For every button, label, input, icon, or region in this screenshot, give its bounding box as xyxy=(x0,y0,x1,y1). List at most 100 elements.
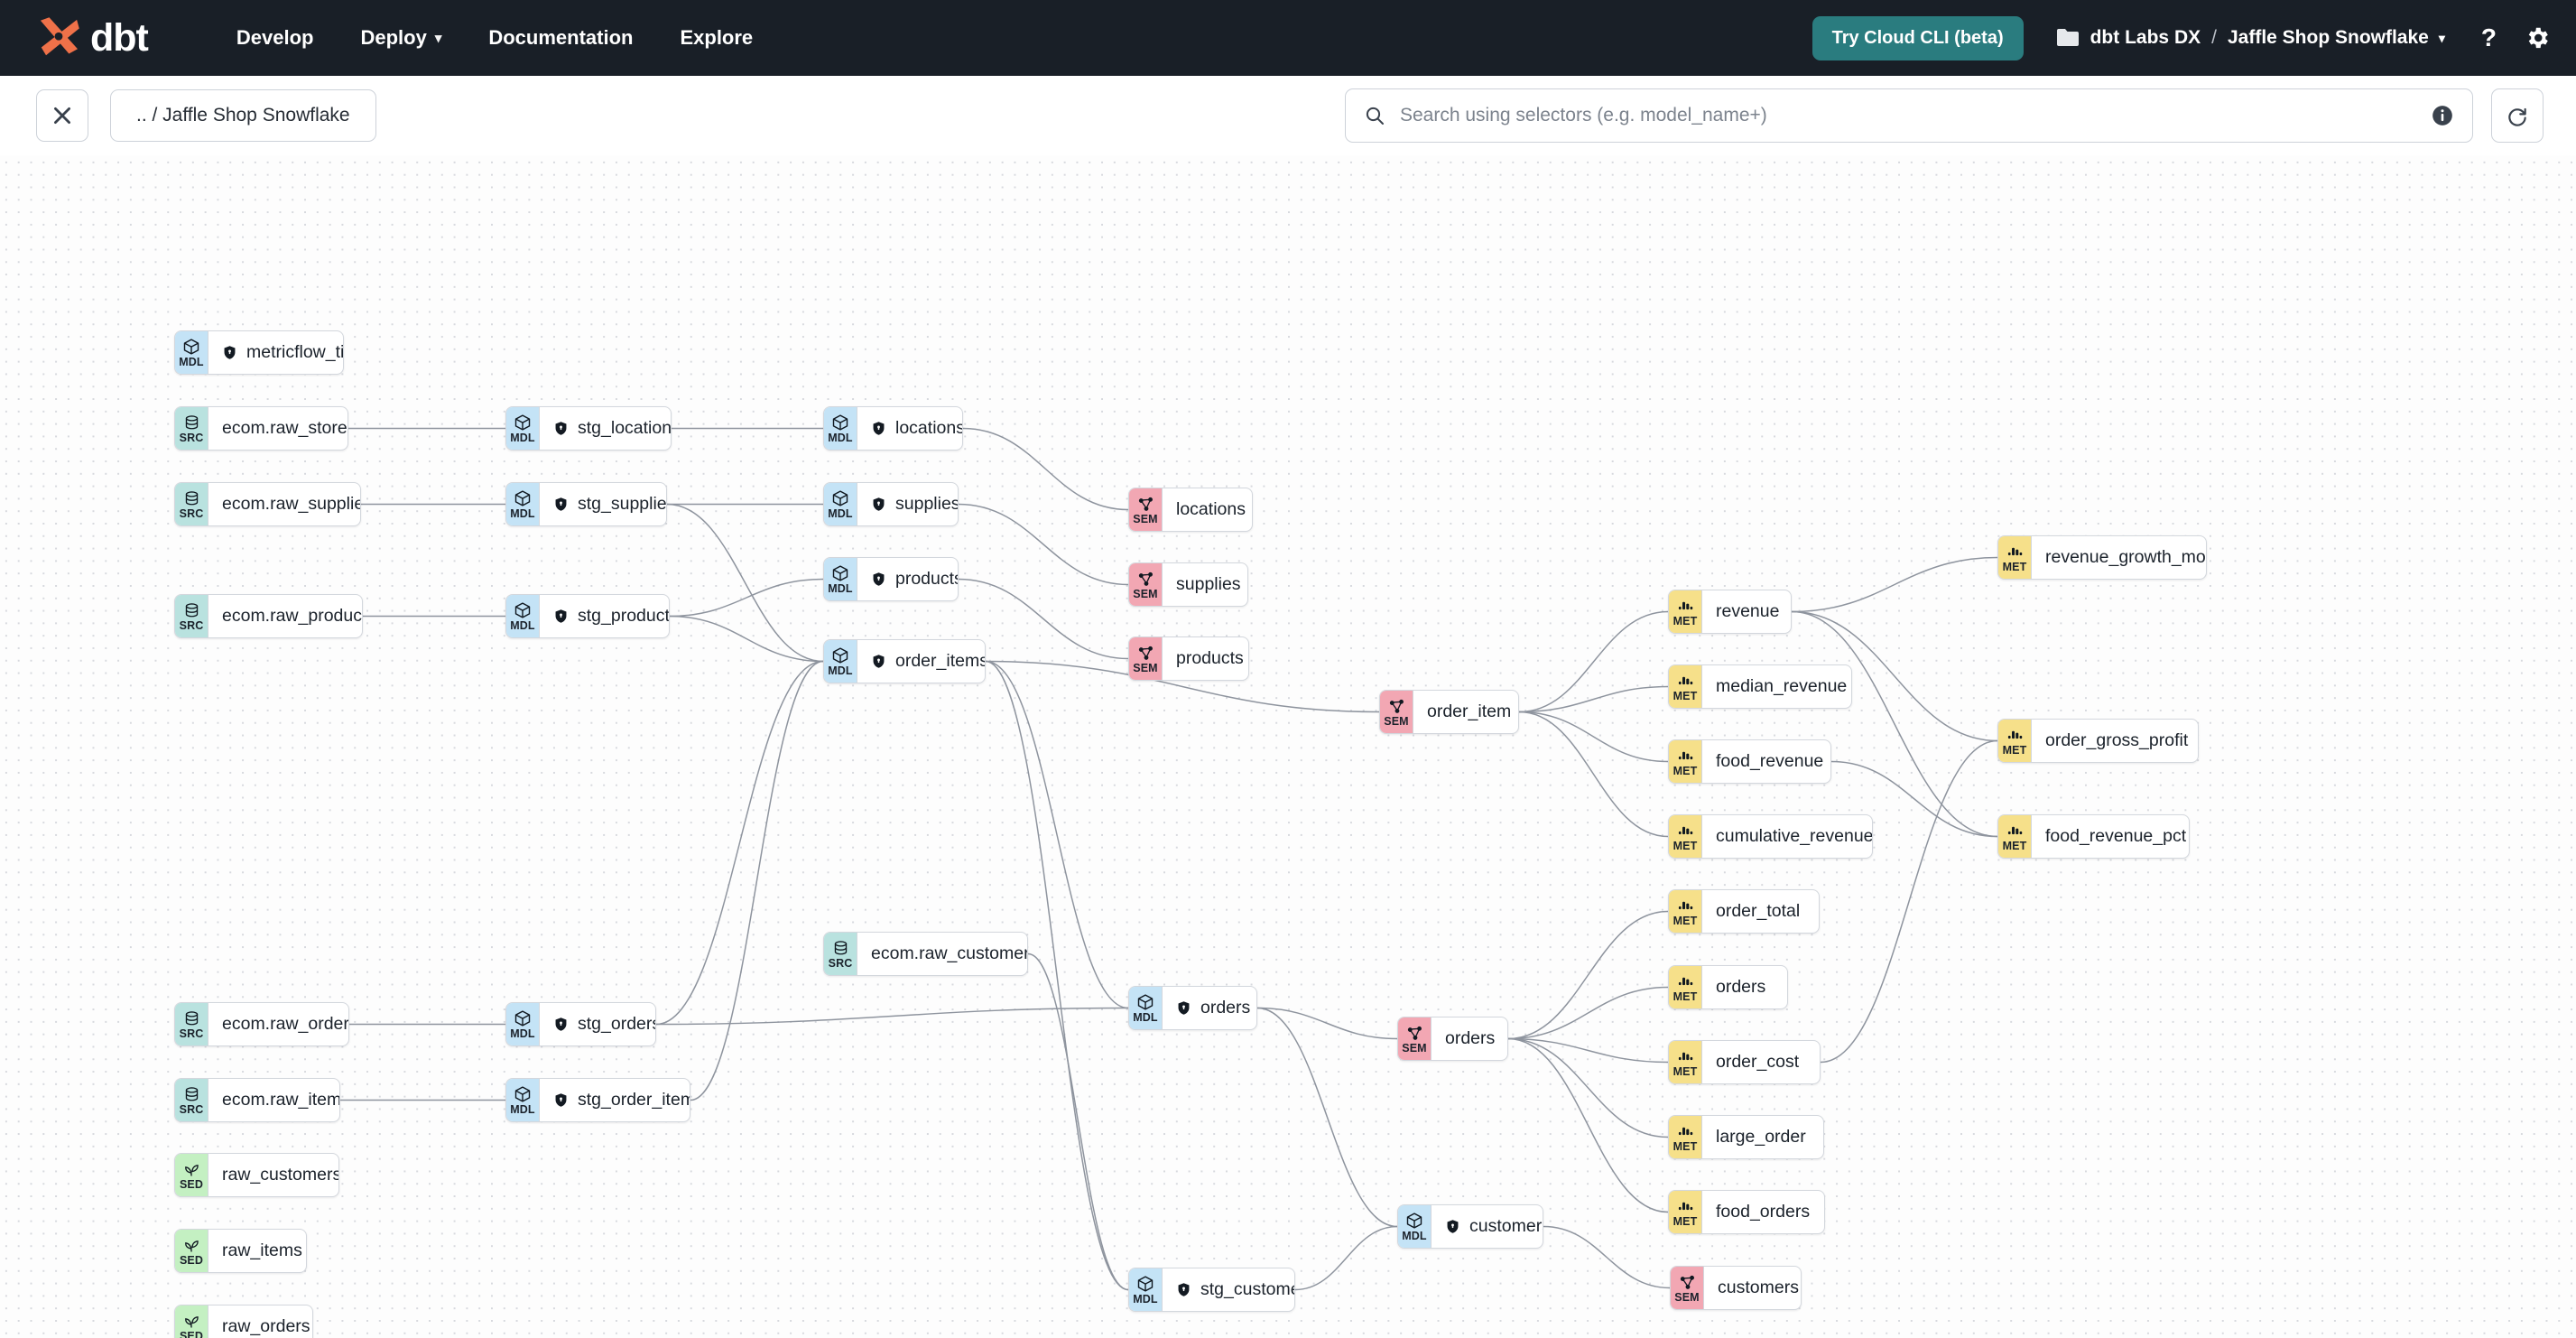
node-type-label: SED xyxy=(179,1177,203,1191)
graph-node-met_revenue_growth_mom[interactable]: MET revenue_growth_mom xyxy=(1997,535,2207,580)
lineage-graph-canvas[interactable]: MDLmetricflow_time_spineSRCecom.raw_stor… xyxy=(0,94,2576,1338)
folder-icon xyxy=(2056,28,2080,48)
node-type-badge-met: MET xyxy=(1998,815,2032,858)
node-type-badge-sem: SEM xyxy=(1398,1017,1432,1060)
node-label-wrap: supplies xyxy=(1163,563,1247,606)
edge-sem_orders-to-met_orders xyxy=(1507,986,1669,1040)
node-type-badge-mdl: MDL xyxy=(506,1003,540,1045)
refresh-button[interactable] xyxy=(2491,88,2544,143)
nav-link-deploy[interactable]: Deploy ▾ xyxy=(337,0,465,76)
database-icon xyxy=(183,413,200,432)
account-project-breadcrumb[interactable]: dbt Labs DX / Jaffle Shop Snowflake ▾ xyxy=(2056,27,2445,49)
info-icon[interactable] xyxy=(2431,104,2454,127)
node-label: products xyxy=(895,569,959,589)
edge-order_items-to-orders_mdl xyxy=(985,660,1129,1009)
project-name: Jaffle Shop Snowflake xyxy=(2227,27,2429,48)
node-type-badge-met: MET xyxy=(1998,720,2032,762)
bar-chart-icon xyxy=(2006,543,2024,561)
seedling-icon xyxy=(183,1312,200,1330)
graph-node-products[interactable]: MDL products xyxy=(823,557,959,601)
bar-chart-icon xyxy=(1677,747,1694,765)
edge-locations-to-sem_locations xyxy=(962,427,1129,511)
node-label: orders xyxy=(1200,998,1251,1017)
cube-icon xyxy=(1136,993,1154,1011)
node-type-label: SED xyxy=(179,1253,203,1267)
search-box[interactable] xyxy=(1345,88,2473,143)
cube-icon xyxy=(1405,1212,1423,1230)
dbt-logo[interactable]: dbt xyxy=(32,13,149,63)
node-label: revenue_growth_mom xyxy=(2045,547,2207,567)
help-icon[interactable]: ? xyxy=(2480,23,2497,51)
edge-orders_mdl-to-customers_mdl xyxy=(1256,1007,1398,1228)
edge-stg_orders-to-order_items xyxy=(655,660,824,1026)
nav-link-explore-label: Explore xyxy=(680,26,754,49)
search-input[interactable] xyxy=(1400,105,2431,126)
node-type-label: SRC xyxy=(179,431,204,444)
node-type-label: MET xyxy=(2002,839,2027,852)
try-cloud-cli-button[interactable]: Try Cloud CLI (beta) xyxy=(1812,15,2024,60)
close-button[interactable] xyxy=(36,89,88,142)
node-label: raw_orders xyxy=(222,1316,310,1336)
shield-icon xyxy=(871,497,886,512)
node-type-badge-met: MET xyxy=(1998,536,2032,579)
node-type-label: MET xyxy=(1673,764,1698,777)
node-type-label: MDL xyxy=(510,618,535,632)
chevron-down-icon: ▾ xyxy=(434,31,442,46)
node-type-badge-mdl: MDL xyxy=(824,407,857,450)
nav-link-documentation[interactable]: Documentation xyxy=(465,0,656,76)
edge-met_revenue-to-met_revenue_growth_mom xyxy=(1791,556,1998,613)
nav-link-explore[interactable]: Explore xyxy=(656,0,776,76)
top-navigation-bar: dbt Develop Deploy ▾ Documentation Explo… xyxy=(0,0,2576,76)
cube-icon xyxy=(1136,1275,1154,1293)
node-label: revenue xyxy=(1716,601,1780,621)
nav-right-cluster: Try Cloud CLI (beta) dbt Labs DX / Jaffl… xyxy=(1812,15,2551,60)
node-type-badge-mdl: MDL xyxy=(824,558,857,600)
gear-icon[interactable] xyxy=(2524,24,2551,51)
nav-link-develop[interactable]: Develop xyxy=(213,0,338,76)
lineage-breadcrumb-chip[interactable]: .. / Jaffle Shop Snowflake xyxy=(110,89,376,142)
node-type-label: MDL xyxy=(1133,1292,1158,1305)
node-type-label: SEM xyxy=(1133,512,1158,525)
node-label-wrap: revenue xyxy=(1702,590,1791,633)
cube-icon xyxy=(831,646,849,664)
node-type-badge-mdl: MDL xyxy=(1398,1205,1432,1248)
